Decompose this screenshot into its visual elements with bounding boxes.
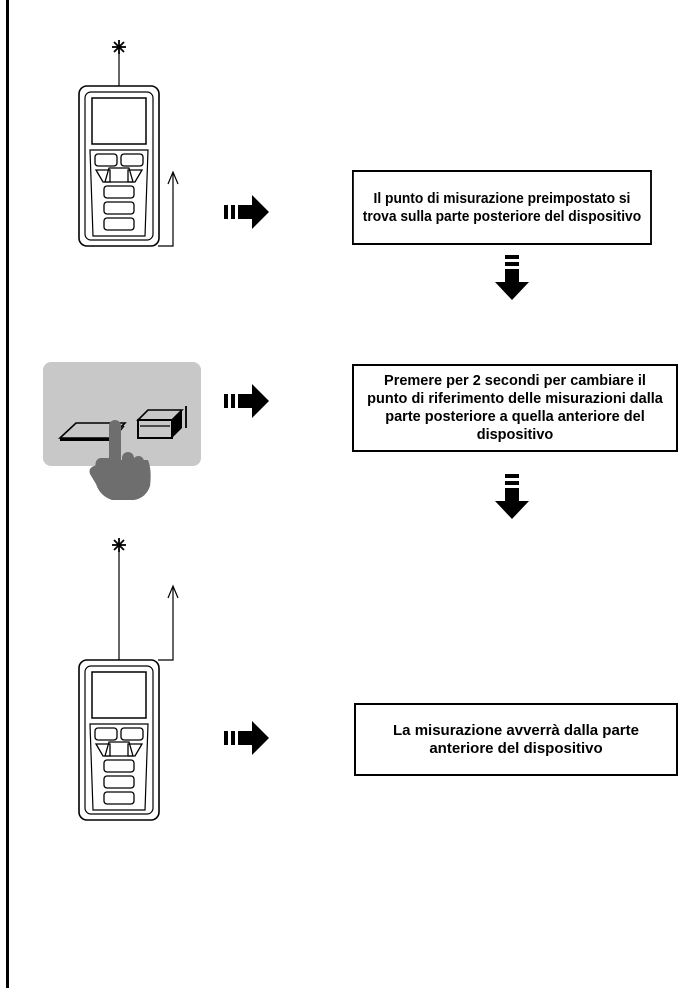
page-left-rule — [6, 0, 9, 988]
step-1-text-box: Il punto di misurazione preimpostato si … — [352, 170, 652, 245]
step-2-text-box: Premere per 2 secondi per cambiare il pu… — [352, 364, 678, 452]
double-arrow-right-icon — [224, 721, 269, 755]
device-front-reference-illustration — [78, 537, 179, 821]
pointing-hand-icon — [89, 420, 151, 500]
double-arrow-right-icon — [224, 384, 269, 418]
step-3-text-box: La misurazione avverrà dalla parte anter… — [354, 703, 678, 776]
step-2-text: Premere per 2 secondi per cambiare il pu… — [367, 373, 663, 443]
laser-point-icon — [111, 39, 127, 55]
step-1-text: Il punto di misurazione preimpostato si … — [362, 189, 642, 225]
rangefinder-device-icon — [78, 659, 160, 821]
down-arrow-icon — [495, 255, 529, 300]
rangefinder-device-icon — [78, 85, 160, 247]
front-reference-box-icon — [136, 406, 187, 439]
step-3-text: La misurazione avverrà dalla parte anter… — [393, 721, 639, 757]
device-rear-reference-illustration — [78, 39, 179, 247]
down-arrow-icon — [495, 474, 529, 519]
reference-button-press-illustration — [43, 362, 201, 500]
double-arrow-right-icon — [224, 195, 269, 229]
laser-point-icon — [111, 537, 127, 553]
